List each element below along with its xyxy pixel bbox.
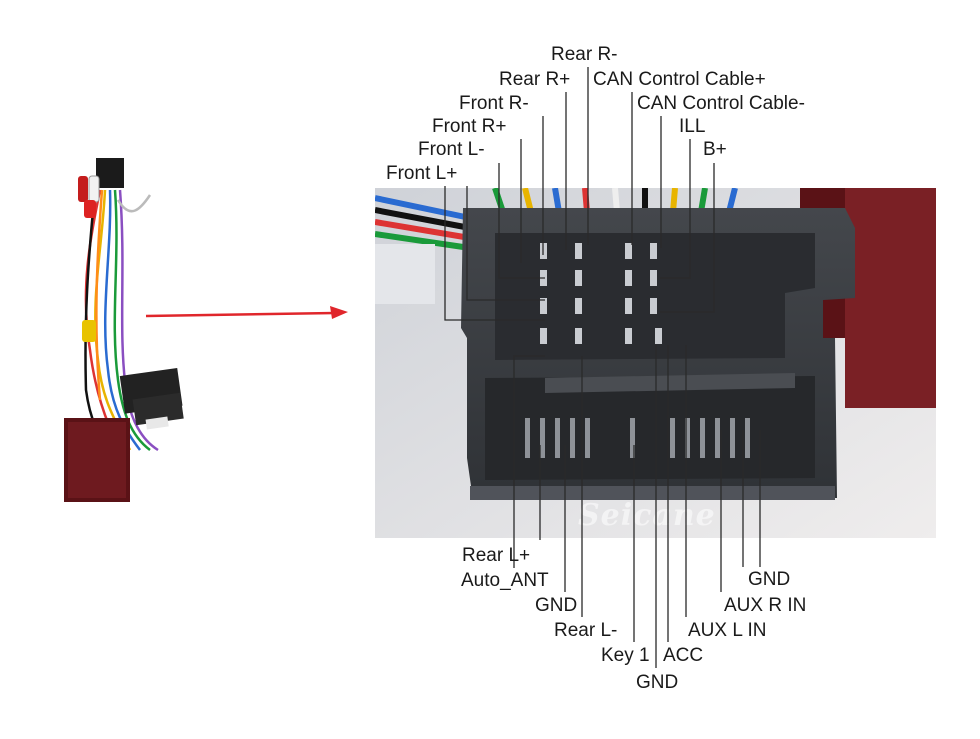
label-ill: ILL	[679, 116, 706, 137]
label-front-l-plus: Front L+	[386, 163, 458, 184]
label-gnd-2: GND	[636, 672, 679, 693]
leader-front-l-minus	[498, 163, 545, 279]
wire-harness-image	[64, 158, 184, 502]
label-front-r-plus: Front R+	[432, 116, 507, 137]
leader-auto-ant	[513, 355, 545, 568]
label-rear-r-minus: Rear R-	[551, 44, 618, 65]
label-rear-l-minus: Rear L-	[554, 620, 618, 641]
label-aux-r-in: AUX R IN	[724, 595, 807, 616]
label-key-1: Key 1	[601, 645, 650, 666]
label-b-plus: B+	[703, 139, 727, 160]
label-acc: ACC	[663, 645, 704, 666]
label-front-l-minus: Front L-	[418, 139, 485, 160]
label-can-control-minus: CAN Control Cable-	[637, 93, 805, 114]
leader-front-l-plus	[466, 186, 545, 301]
label-gnd-3: GND	[748, 569, 791, 590]
watermark: Seicane	[578, 498, 716, 533]
label-auto-ant: Auto_ANT	[461, 570, 549, 591]
label-rear-r-plus: Rear R+	[499, 69, 571, 90]
label-front-r-minus: Front R-	[459, 93, 529, 114]
label-can-control-plus: CAN Control Cable+	[593, 69, 766, 90]
arrow-icon	[145, 306, 348, 319]
label-rear-l-plus: Rear L+	[462, 545, 531, 566]
leader-front-l-plus-b	[444, 186, 545, 321]
label-aux-l-in: AUX L IN	[688, 620, 767, 641]
leader-b-plus	[660, 163, 715, 313]
label-gnd-1: GND	[535, 595, 578, 616]
leader-ill	[660, 139, 691, 279]
